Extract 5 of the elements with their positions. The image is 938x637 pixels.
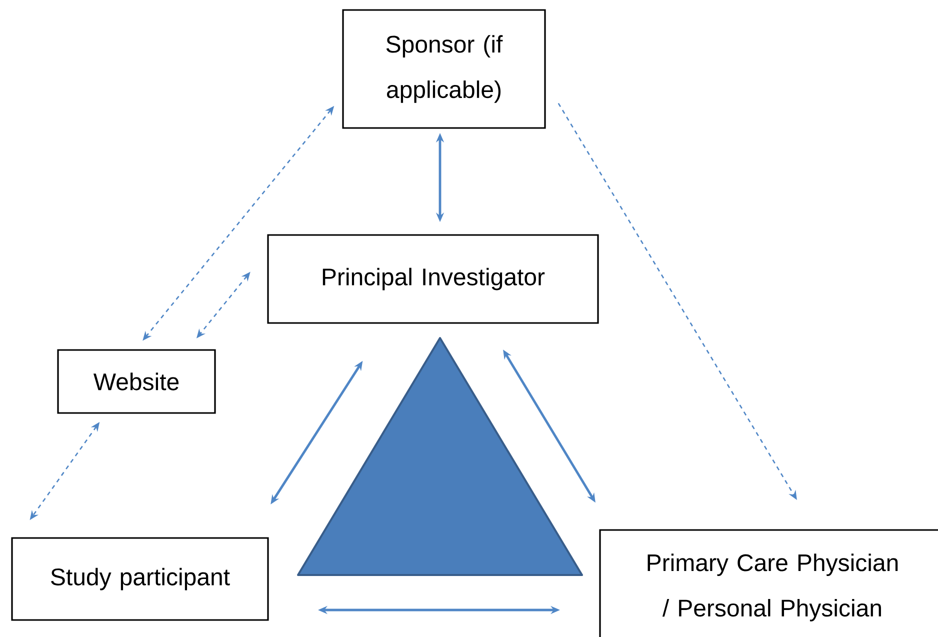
box: Sponsor (if applicable): [342, 9, 546, 129]
box: Principal Investigator: [267, 234, 599, 324]
box: Website: [57, 349, 216, 414]
box: Primary Care Physician / Personal Physician: [599, 529, 938, 637]
box: Study participant: [11, 537, 269, 621]
